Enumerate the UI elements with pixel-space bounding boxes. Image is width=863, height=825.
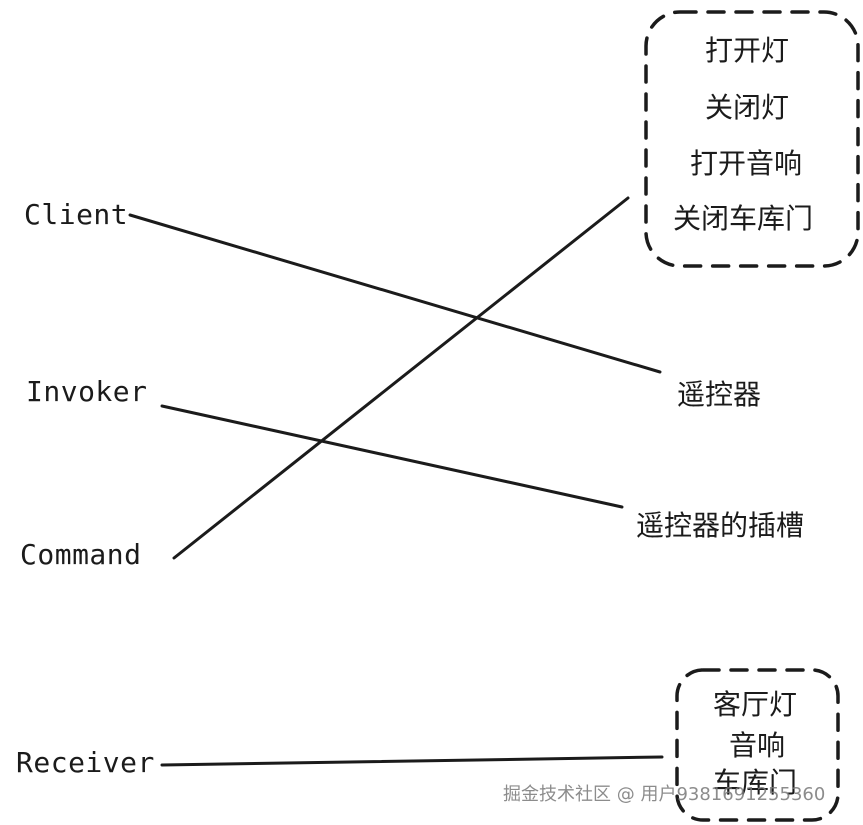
command-item: 打开灯 (705, 34, 790, 67)
receiver-label: Receiver (16, 746, 155, 779)
command-to-commands-box-line (172, 196, 630, 560)
remote-slot-label: 遥控器的插槽 (636, 509, 805, 542)
receiver-to-receivers-box-line (160, 755, 664, 767)
command-item: 关闭车库门 (673, 202, 814, 235)
commands-box (644, 10, 860, 268)
invoker-to-slot-line (160, 404, 624, 509)
receiver-item: 音响 (729, 729, 786, 762)
command-item: 关闭灯 (705, 91, 790, 124)
receivers-box (675, 668, 840, 822)
invoker-label: Invoker (26, 375, 148, 408)
client-label: Client (24, 198, 129, 231)
command-label: Command (20, 538, 142, 571)
command-item: 打开音响 (690, 147, 803, 180)
receiver-item: 客厅灯 (713, 688, 798, 721)
remote-label: 遥控器 (677, 378, 762, 411)
receiver-item: 车库门 (713, 766, 798, 799)
watermark-text: 掘金技术社区 @ 用户9381691255360 (503, 784, 826, 805)
client-to-remote-line (128, 213, 662, 374)
